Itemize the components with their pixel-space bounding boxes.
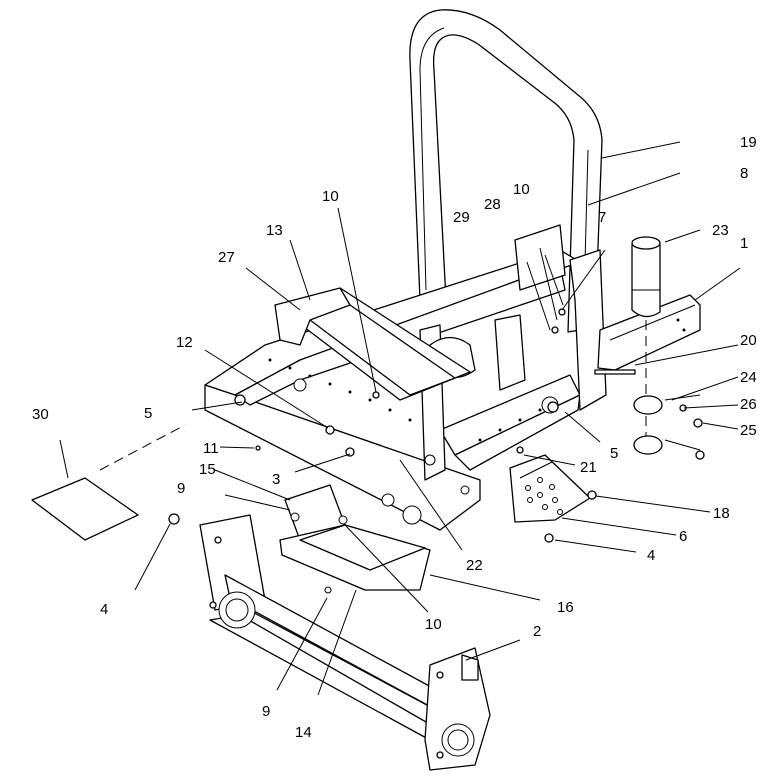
callout-9-lower: 9 bbox=[262, 703, 270, 720]
callout-21: 21 bbox=[580, 459, 597, 476]
callout-1: 1 bbox=[740, 235, 748, 252]
callout-4-right: 4 bbox=[647, 547, 655, 564]
callout-27: 27 bbox=[218, 249, 235, 266]
callout-29: 29 bbox=[453, 209, 470, 226]
frame-holes bbox=[268, 358, 542, 442]
cross-member bbox=[199, 514, 491, 771]
callout-3: 3 bbox=[272, 471, 280, 488]
callout-23: 23 bbox=[712, 222, 729, 239]
callout-13: 13 bbox=[266, 222, 283, 239]
callout-5-right: 5 bbox=[610, 445, 618, 462]
callout-labels: 1 2 3 4 4 5 5 6 7 8 9 9 10 10 10 11 12 1… bbox=[32, 134, 757, 741]
step-plate bbox=[509, 454, 597, 543]
callout-9-upper: 9 bbox=[177, 480, 185, 497]
main-frame bbox=[204, 224, 607, 531]
callout-8: 8 bbox=[740, 165, 748, 182]
callout-6: 6 bbox=[679, 528, 687, 545]
callout-15: 15 bbox=[199, 461, 216, 478]
side-rail bbox=[597, 294, 701, 371]
callout-5-left: 5 bbox=[144, 405, 152, 422]
loose-hardware bbox=[168, 308, 566, 525]
callout-22: 22 bbox=[466, 557, 483, 574]
callout-4-left: 4 bbox=[100, 601, 108, 618]
hardware-right bbox=[594, 369, 705, 460]
callout-12: 12 bbox=[176, 334, 193, 351]
seat-plate bbox=[274, 287, 471, 401]
callout-16: 16 bbox=[557, 599, 574, 616]
callout-14: 14 bbox=[295, 724, 312, 741]
callout-2: 2 bbox=[533, 623, 541, 640]
callout-10-rollbar: 10 bbox=[513, 181, 530, 198]
callout-24: 24 bbox=[740, 369, 757, 386]
callout-11: 11 bbox=[203, 440, 219, 457]
callout-26: 26 bbox=[740, 396, 757, 413]
callout-18: 18 bbox=[713, 505, 730, 522]
callout-30: 30 bbox=[32, 406, 49, 423]
callout-25: 25 bbox=[740, 422, 757, 439]
callout-28: 28 bbox=[484, 196, 501, 213]
callout-19: 19 bbox=[740, 134, 757, 151]
leader-lines bbox=[59, 141, 741, 696]
step-plate-holes bbox=[525, 477, 563, 515]
callout-20: 20 bbox=[740, 332, 757, 349]
callout-10-tray: 10 bbox=[425, 616, 442, 633]
panel bbox=[31, 424, 186, 541]
cylinder bbox=[631, 236, 661, 440]
callout-7: 7 bbox=[598, 209, 606, 226]
callout-10-top: 10 bbox=[322, 188, 339, 205]
